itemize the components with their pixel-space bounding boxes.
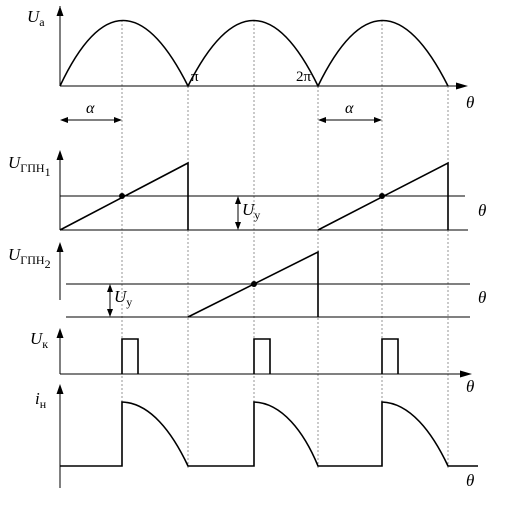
guide-lines [121, 20, 449, 468]
ua-theta: θ [466, 93, 474, 112]
alpha-label-2: α [345, 100, 354, 117]
ugpn1-crossing-2 [379, 193, 385, 199]
in-waveform [60, 401, 478, 467]
alpha-label-1: α [86, 100, 95, 117]
ua-label: Ua [27, 7, 45, 29]
uy-label-2: Uy [114, 287, 132, 309]
ua-waveform [59, 19, 449, 88]
ua-x-arrow [456, 82, 468, 90]
ugpn1-ramp [59, 161, 449, 231]
panel-ugpn1: Uy UГПН1 θ [8, 150, 486, 231]
uk-pulse-3 [381, 338, 399, 374]
ua-y-arrow [56, 6, 64, 16]
ugpn2-theta: θ [478, 288, 486, 307]
ugpn2-ramp [187, 250, 319, 318]
ugpn1-crossing-1 [119, 193, 125, 199]
uk-pulse-2 [253, 338, 271, 374]
panel-ua: Ua π 2π θ α α [27, 6, 474, 123]
pi-mark: π [191, 69, 199, 85]
uk-pulse-1 [121, 338, 139, 374]
uy-label-1: Uy [242, 200, 260, 222]
in-label: iн [35, 389, 47, 411]
uk-theta: θ [466, 377, 474, 396]
ugpn1-label: UГПН1 [8, 153, 51, 179]
panel-uk: Uк θ [30, 328, 474, 396]
in-theta: θ [466, 471, 474, 490]
ugpn2-crossing [251, 281, 257, 287]
two-pi-mark: 2π [296, 69, 312, 85]
ugpn1-theta: θ [478, 201, 486, 220]
uk-label: Uк [30, 329, 48, 351]
ugpn2-label: UГПН2 [8, 245, 51, 271]
panel-in: iн θ [35, 384, 478, 490]
panel-ugpn2: Uy UГПН2 θ [8, 242, 486, 318]
